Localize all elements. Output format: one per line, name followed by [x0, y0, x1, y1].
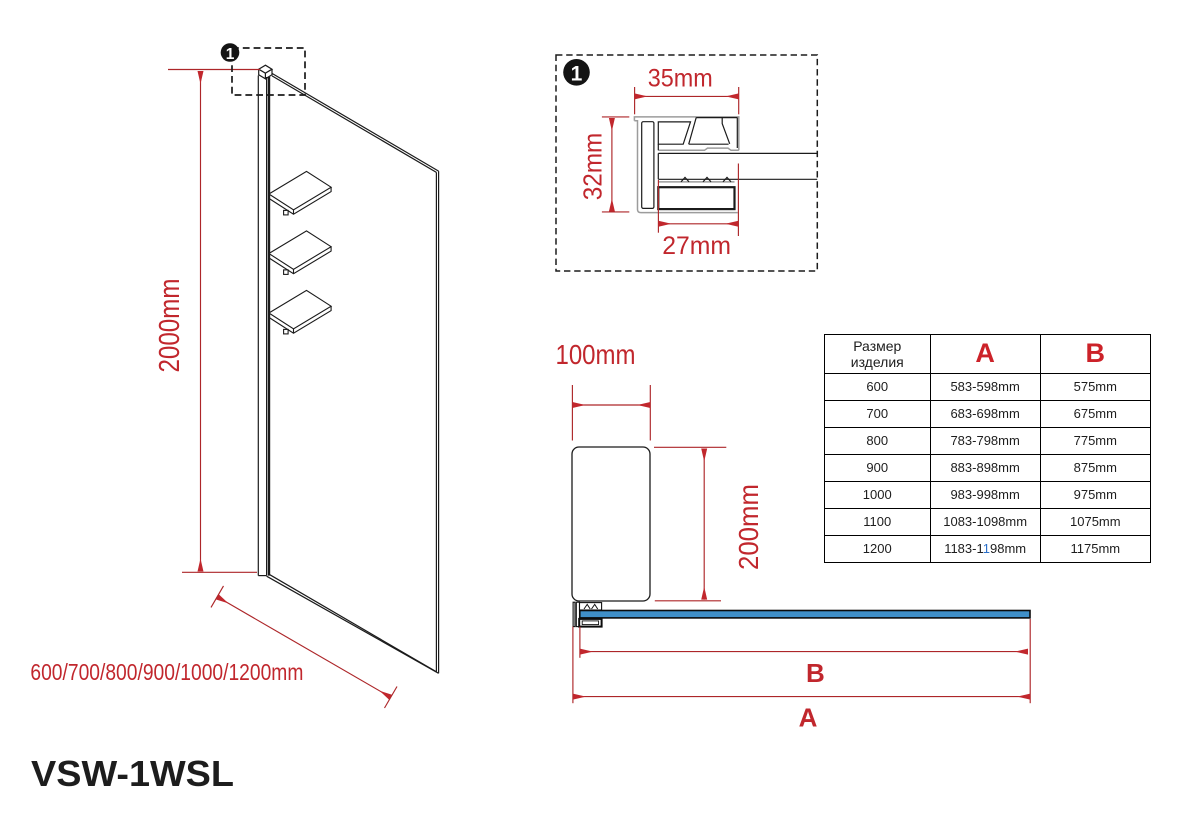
svg-text:200mm: 200mm: [733, 484, 764, 570]
svg-text:A: A: [799, 703, 818, 733]
svg-text:35mm: 35mm: [648, 65, 713, 93]
svg-text:32mm: 32mm: [578, 133, 608, 201]
svg-text:VSW-1WSL: VSW-1WSL: [31, 753, 234, 794]
svg-text:1: 1: [571, 63, 583, 86]
svg-text:27mm: 27mm: [662, 232, 731, 260]
svg-text:B: B: [806, 658, 825, 688]
svg-text:100mm: 100mm: [556, 339, 636, 370]
svg-text:600/700/800/900/1000/1200mm: 600/700/800/900/1000/1200mm: [30, 659, 303, 685]
svg-text:1: 1: [226, 46, 235, 63]
svg-text:2000mm: 2000mm: [154, 279, 186, 373]
